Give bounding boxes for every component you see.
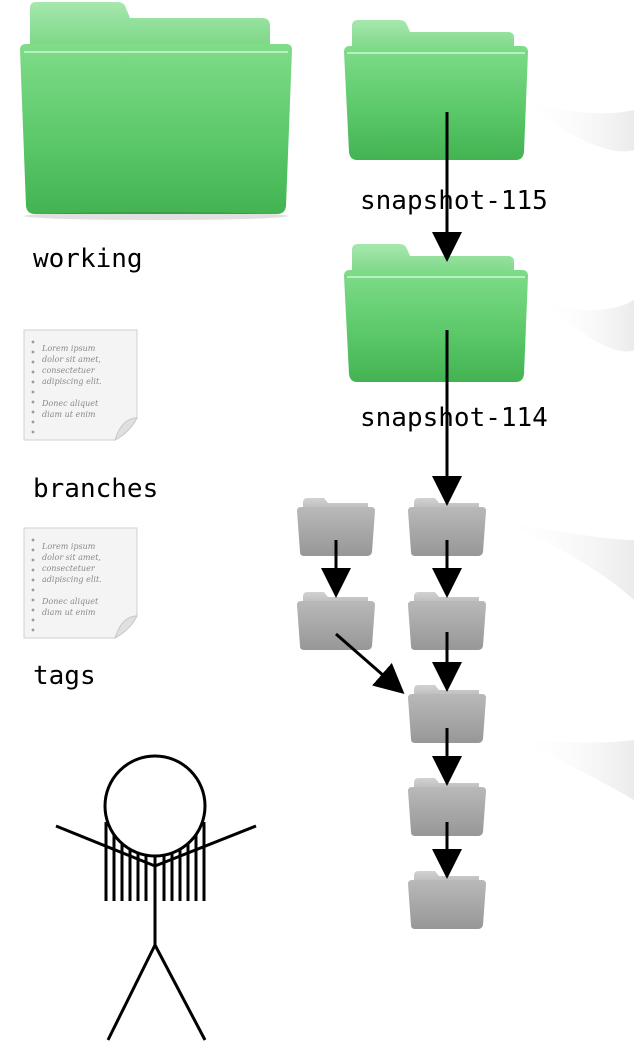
history-folder-icon [297,592,375,650]
document-line: diam ut enim [42,608,96,617]
history-folder-icon [408,498,486,556]
document-line: adipiscing elit. [42,377,102,386]
branches-label: branches [33,474,159,504]
document-line: Donec aliquet [41,399,99,408]
document-line: dolor sit amet, [42,355,101,364]
document-line: Lorem ipsum [41,542,96,551]
history-folder-icon [408,778,486,836]
snapshot-114-folder-icon [344,244,528,382]
document-line: consectetuer [42,564,96,573]
tags-document-icon: Lorem ipsum dolor sit amet, consectetuer… [23,527,138,640]
working-folder-icon [20,2,292,220]
arrow [335,632,405,694]
tags-label: tags [33,661,96,691]
document-line: consectetuer [42,366,96,375]
snapshot-115-label: snapshot-115 [360,186,548,216]
working-label: working [33,244,143,274]
document-line: Donec aliquet [41,597,99,606]
document-line: dolor sit amet, [42,553,101,562]
document-line: adipiscing elit. [42,575,102,584]
snapshot-115-folder-icon [344,20,528,160]
history-folder-icon [408,685,486,743]
history-folder-icon [408,592,486,650]
snapshot-114-label: snapshot-114 [360,403,548,433]
history-arrows [321,112,462,879]
branches-document-icon: Lorem ipsum dolor sit amet, consectetuer… [23,329,138,442]
history-folder-icon [408,871,486,929]
history-folder-icon [297,498,375,556]
document-line: Lorem ipsum [41,344,96,353]
stick-figure-icon [55,754,257,1041]
document-line: diam ut enim [42,410,96,419]
